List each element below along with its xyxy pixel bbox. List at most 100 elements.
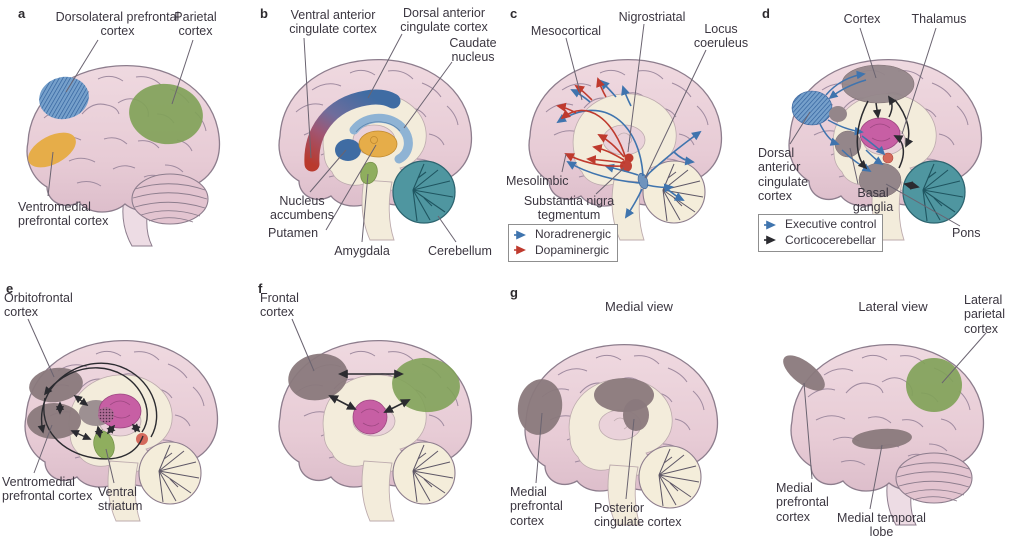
label-caudate-nucleus: Caudate nucleus	[449, 36, 497, 65]
corticocerebellar-arrows	[856, 95, 920, 190]
label-frontal-cortex: Frontal cortex	[260, 291, 299, 320]
dopaminergic-pathways	[556, 77, 627, 167]
label-parietal-cortex: Parietal cortex	[174, 10, 217, 39]
panel-f: f Frontal cortex	[252, 277, 504, 553]
lateral-view-title: Lateral view	[858, 299, 928, 314]
label-pons: Pons	[952, 226, 981, 240]
label-locus-coeruleus: Locus coeruleus	[693, 22, 749, 51]
leader-lines	[535, 332, 987, 510]
label-ventral-striatum: Ventral striatum	[98, 485, 143, 514]
panel-letter: a	[18, 6, 26, 21]
vmpfc-region	[28, 132, 76, 168]
brain-medial	[279, 341, 471, 521]
brain-medial	[25, 341, 217, 521]
label-substantia-nigra: Substantia nigra tegmentum	[523, 194, 615, 223]
brain-lateral-view	[783, 345, 984, 525]
pathway-legend: Noradrenergic Dopaminergic	[508, 224, 619, 263]
executive-control-arrows	[819, 70, 886, 172]
label-ofc: Orbitofrontal cortex	[4, 291, 73, 320]
panel-letter: c	[510, 6, 518, 21]
leader-lines	[291, 318, 315, 372]
panel-letter: b	[260, 6, 268, 21]
network-legend: Executive control Corticocerebellar	[758, 214, 884, 253]
label-putamen: Putamen	[268, 226, 319, 240]
panel-e: e Orbitofrontal cortex Ventromedial pref…	[0, 277, 250, 553]
label-medial-pfc: Medial prefrontal cortex	[510, 485, 563, 528]
parietal-region	[392, 357, 460, 413]
panel-d: d Cortex Thalamus Dorsal anterior cingul…	[756, 0, 1024, 276]
cerebellum-region	[902, 160, 966, 224]
leader-lines	[561, 23, 707, 195]
dacc-region	[791, 90, 833, 126]
legend-executive: Executive control	[785, 217, 877, 231]
leader-lines	[47, 39, 194, 197]
label-cortex: Cortex	[843, 12, 881, 26]
panel-letter: g	[510, 285, 518, 300]
brain-medial-view	[517, 345, 717, 525]
label-amygdala: Amygdala	[334, 244, 390, 258]
parietal-region	[129, 83, 203, 145]
panel-letter: d	[762, 6, 770, 21]
medial-view-title: Medial view	[605, 299, 673, 314]
leader-lines	[789, 27, 961, 227]
panel-b-illustration	[252, 33, 504, 243]
frontal-cortex-region	[288, 353, 348, 401]
label-dlpfc: Dorsolateral prefrontal cortex	[55, 10, 180, 39]
vmpfc-region	[27, 403, 81, 439]
brain-medial	[789, 60, 981, 240]
label-vmpfc: Ventromedial prefrontal cortex	[2, 475, 93, 504]
panel-letter: e	[6, 281, 14, 296]
label-nigrostriatal: Nigrostriatal	[618, 10, 686, 24]
panel-g-illustration	[517, 332, 987, 553]
small-gray-region	[829, 106, 847, 122]
label-thalamus: Thalamus	[911, 12, 967, 26]
cingulate-band-region	[304, 89, 401, 172]
panel-f-illustration	[252, 318, 504, 553]
bidirectional-arrows	[328, 369, 411, 413]
circuit-loops	[37, 362, 158, 460]
hatched-nucleus-region	[98, 407, 114, 423]
medial-pfc-edge-region	[783, 355, 825, 391]
label-cerebellum: Cerebellum	[428, 244, 492, 258]
label-lateral-parietal: Lateral parietal cortex	[964, 293, 1005, 336]
thalamus-detail	[869, 123, 891, 142]
putamen-region	[358, 130, 398, 158]
cerebellum-region	[392, 160, 456, 224]
label-nucleus-accumbens: Nucleus accumbens	[270, 194, 334, 223]
thalamus-region	[859, 117, 901, 151]
brain-medial	[279, 60, 471, 240]
panel-e-illustration	[0, 318, 250, 553]
leader-lines	[27, 318, 115, 484]
dlpfc-region	[39, 76, 89, 120]
noradrenergic-pathways	[556, 79, 702, 219]
thalamus-detail	[360, 408, 380, 427]
panel-a: a Dorsolateral prefrontal cortex Parieta…	[0, 0, 250, 276]
noradrenergic-arrow-icon	[514, 230, 526, 240]
panel-c-illustration	[504, 23, 756, 276]
dopaminergic-arrow-icon	[514, 245, 526, 255]
panel-a-illustration	[0, 39, 250, 276]
lateral-parietal-region	[906, 358, 962, 412]
executive-arrow-icon	[764, 220, 776, 230]
legend-dopaminergic: Dopaminergic	[535, 242, 610, 257]
panel-c: c Mesocortical Nigrostriatal Locus coeru…	[504, 0, 756, 276]
label-mesolimbic: Mesolimbic	[506, 174, 569, 188]
leader-lines	[303, 33, 457, 243]
label-vmpfc: Ventromedial prefrontal cortex	[18, 200, 109, 229]
corticocerebellar-arrow-icon	[764, 235, 776, 245]
bidirectional-arrows	[56, 394, 141, 440]
ofc-region	[29, 367, 83, 403]
legend-corticocerebellar: Corticocerebellar	[785, 232, 876, 247]
legend-noradrenergic: Noradrenergic	[535, 227, 612, 241]
caudate-region	[349, 113, 413, 164]
panel-g: g Medial view Medial prefrontal cortex P…	[504, 277, 1024, 553]
label-medial-temporal-lobe: Medial temporal lobe	[837, 511, 926, 540]
panel-letter: f	[258, 281, 263, 296]
label-ventral-acc: Ventral anterior cingulate cortex	[289, 8, 377, 37]
label-basal-ganglia: Basal ganglia	[852, 186, 894, 215]
label-mesocortical: Mesocortical	[530, 24, 602, 38]
panel-b: b Ventral anterior cingulate cortex Dors…	[252, 0, 504, 276]
medial-temporal-region	[852, 428, 912, 450]
label-posterior-cingulate: Posterior cingulate cortex	[594, 501, 682, 530]
